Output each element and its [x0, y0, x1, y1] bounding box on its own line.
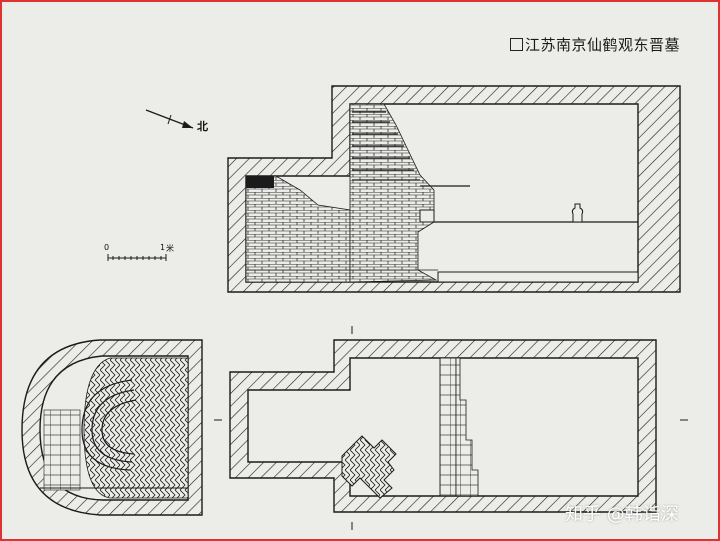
longitudinal-section: [227, 85, 681, 293]
plan-view: [229, 339, 657, 513]
north-label: 北: [197, 120, 208, 133]
scale-label-zero: 0: [104, 243, 110, 252]
figure-title-text: 江苏南京仙鹤观东晋墓: [525, 36, 681, 54]
watermark: 知乎 @韩诣深: [565, 504, 679, 525]
cross-section: [21, 339, 203, 516]
square-marker-icon: [510, 38, 523, 51]
scale-label-unit: 米: [166, 244, 174, 253]
north-arrow: [145, 109, 194, 129]
scale-label-one: 1: [160, 243, 166, 252]
scale-bar: [107, 254, 167, 261]
figure-title: 江苏南京仙鹤观东晋墓: [510, 34, 680, 55]
